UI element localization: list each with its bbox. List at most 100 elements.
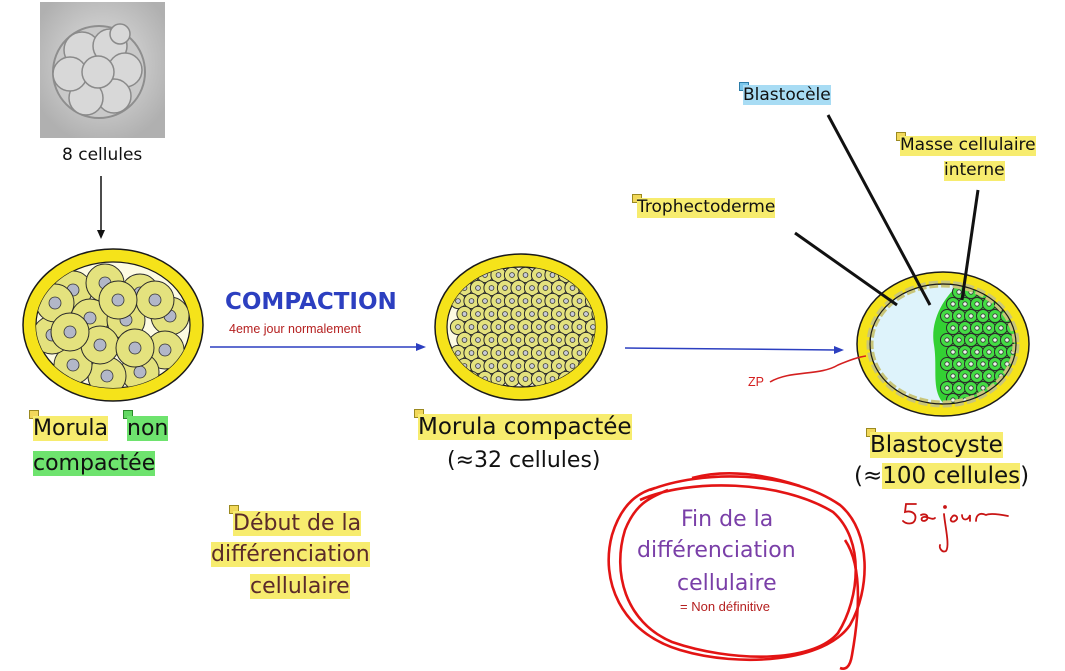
nucleus (962, 301, 968, 307)
nucleus (1017, 290, 1021, 294)
nucleus (502, 337, 508, 343)
nucleus (968, 361, 974, 367)
nucleus (944, 385, 950, 391)
icm-cell (1019, 394, 1032, 407)
nucleus (962, 325, 968, 331)
nucleus (488, 337, 495, 343)
label-fin-1: Fin de la (681, 507, 774, 532)
nucleus (495, 272, 502, 278)
nucleus (569, 285, 576, 291)
handwritten-5e-jour (902, 503, 1009, 553)
nucleus (522, 272, 529, 278)
nucleus (536, 376, 542, 382)
cell (591, 331, 595, 349)
nucleus (980, 313, 986, 319)
label-zp: ZP (748, 375, 764, 389)
nucleus (1023, 302, 1027, 306)
nucleus (563, 298, 569, 304)
arrow-down (97, 176, 105, 239)
nucleus (549, 298, 556, 304)
nucleus (93, 338, 107, 352)
label-interne: interne (944, 160, 1005, 181)
nucleus (536, 324, 542, 330)
nucleus (974, 325, 980, 331)
icm-cell (1012, 285, 1016, 299)
nucleus (944, 313, 950, 319)
nucleus (475, 363, 481, 369)
nucleus (980, 385, 986, 391)
nucleus (956, 313, 962, 319)
nucleus (542, 337, 549, 343)
nucleus (509, 298, 515, 304)
nucleus (563, 350, 569, 356)
nucleus (950, 325, 956, 331)
nucleus (536, 350, 542, 356)
label-debut-2: différenciation (211, 542, 370, 568)
nucleus (111, 293, 125, 307)
nucleus (569, 311, 576, 317)
nucleus (509, 350, 515, 356)
nucleus (515, 285, 522, 291)
nucleus (950, 373, 956, 379)
nucleus (488, 363, 495, 369)
nucleus (986, 373, 992, 379)
nucleus (455, 350, 461, 356)
nucleus (992, 337, 998, 343)
nucleus (583, 311, 589, 317)
nucleus (148, 293, 162, 307)
nucleus (475, 311, 481, 317)
red-circle-scribble (607, 472, 866, 670)
nucleus (66, 358, 80, 372)
nucleus (128, 341, 142, 355)
nucleus (563, 324, 569, 330)
nucleus (956, 385, 962, 391)
nucleus (455, 298, 461, 304)
nucleus (482, 324, 488, 330)
morula-compactee (434, 253, 608, 401)
nucleus (522, 350, 529, 356)
compaction-arrow (210, 343, 426, 351)
nucleus (468, 298, 475, 304)
nucleus (1004, 337, 1010, 343)
label-morula: Morula (33, 416, 109, 442)
nucleus (986, 325, 992, 331)
nucleus (597, 286, 602, 291)
nucleus (542, 311, 549, 317)
nucleus (556, 311, 562, 317)
nucleus (1004, 361, 1010, 367)
nucleus (974, 301, 980, 307)
label-fin-3: cellulaire (677, 571, 777, 596)
nucleus (495, 324, 502, 330)
nucleus (536, 272, 542, 278)
label-fin-note: = Non définitive (680, 599, 770, 614)
nucleus (590, 376, 595, 382)
nucleus (529, 363, 535, 369)
nucleus (455, 324, 461, 330)
nucleus (461, 337, 468, 343)
nucleus (542, 363, 549, 369)
nucleus (968, 337, 974, 343)
nucleus (998, 349, 1004, 355)
nucleus (968, 385, 974, 391)
icm-cell (1019, 298, 1032, 311)
nucleus (576, 324, 583, 330)
nucleus (495, 350, 502, 356)
label-compaction: COMPACTION (225, 289, 397, 315)
nucleus (1017, 386, 1021, 390)
nucleus (482, 350, 488, 356)
paren-open: (≈ (854, 463, 883, 489)
nucleus (980, 361, 986, 367)
nucleus (536, 298, 542, 304)
nucleus (974, 349, 980, 355)
nucleus (509, 376, 515, 382)
nucleus (475, 285, 481, 291)
label-trophectoderme: Trophectoderme (637, 197, 776, 218)
nucleus (1023, 374, 1027, 378)
nucleus (83, 311, 97, 325)
morula-non-compactee (22, 248, 204, 402)
nucleus (556, 337, 562, 343)
nucleus (986, 301, 992, 307)
label-fin-2: différenciation (637, 538, 796, 563)
nucleus (515, 311, 522, 317)
nucleus (542, 285, 549, 291)
